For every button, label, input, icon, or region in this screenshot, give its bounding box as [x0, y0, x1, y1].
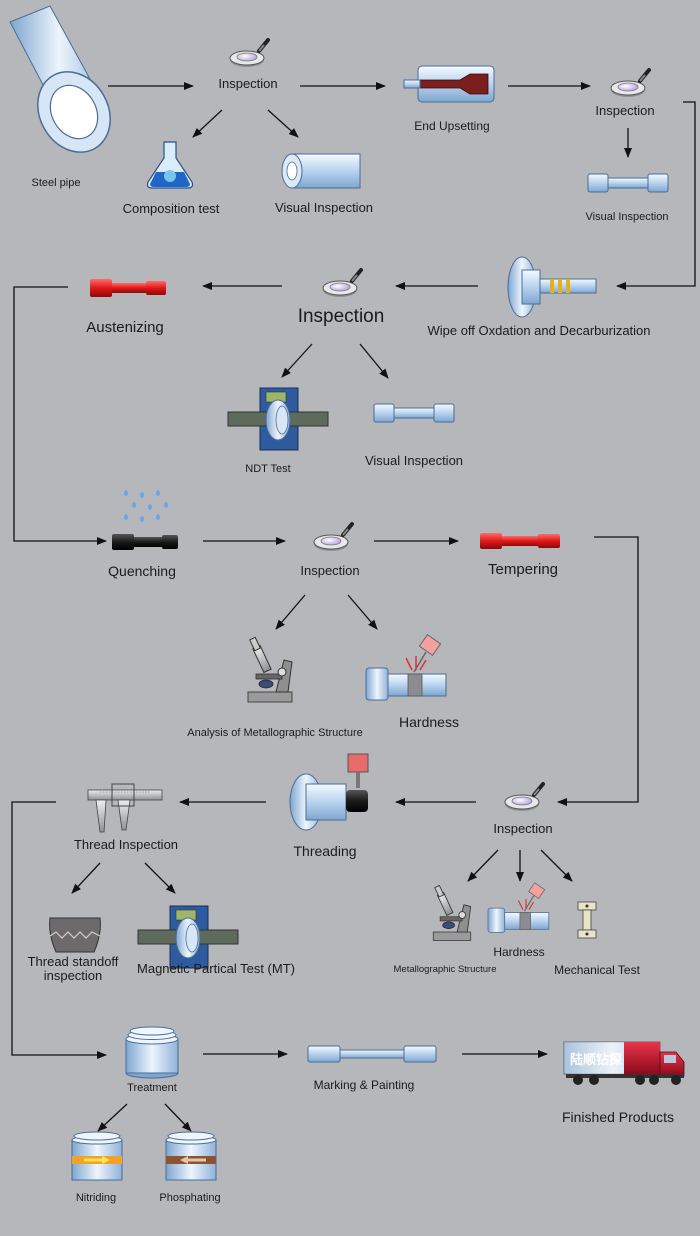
label-treatment: Treatment [127, 1082, 177, 1094]
threading-icon [289, 753, 369, 831]
connector-lines [11, 82, 696, 1132]
magnifier-icon [503, 782, 545, 813]
microscope-icon [432, 885, 472, 941]
label-wipe-off: Wipe off Oxdation and Decarburization [427, 323, 651, 338]
label-austenizing: Austenizing [86, 319, 164, 336]
arrow-to-thread-standoff [71, 862, 101, 894]
label-visual-inspection-3: Visual Inspection [364, 453, 464, 468]
label-visual-inspection-2: Visual Inspection [585, 211, 669, 223]
arrow-to-phosphating [164, 1103, 192, 1132]
flask-icon [146, 141, 194, 189]
label-composition-test: Composition test [122, 201, 220, 216]
plain-pipe-icon [281, 153, 361, 189]
label-inspection-4: Inspection [300, 563, 360, 578]
label-metallographic-analysis: Analysis of Metallographic Structure [187, 727, 363, 739]
arrow-to-ndt [281, 343, 313, 378]
magnifier-icon [321, 268, 363, 299]
label-thread-standoff-line2: inspection [43, 968, 103, 983]
mt-tester-icon [137, 905, 239, 969]
tempering-pipe-icon [480, 533, 560, 549]
arrow-to-visual-3 [359, 343, 389, 379]
loop-left-1 [13, 286, 107, 545]
truck-brand-text: 陆顺钻探 [570, 1053, 623, 1068]
mechanical-test-icon [577, 901, 597, 939]
austenizing-pipe-icon [90, 279, 166, 297]
label-inspection-2: Inspection [595, 103, 655, 118]
hardness-tester-icon [365, 633, 447, 701]
label-hardness-1: Hardness [399, 714, 459, 730]
label-ndt-test: NDT Test [245, 463, 291, 475]
label-metallographic-structure: Metallographic Structure [393, 964, 497, 975]
magnifier-icon [228, 38, 270, 69]
label-inspection-3: Inspection [297, 306, 385, 327]
arrow-to-metallographic [275, 594, 306, 630]
label-finished-products: Finished Products [561, 1109, 675, 1125]
label-inspection-1: Inspection [218, 76, 278, 91]
arrow-to-mt [144, 862, 176, 894]
truck-icon [563, 1041, 685, 1085]
magnifier-icon [609, 68, 651, 99]
arrow-to-metallographic-2 [467, 849, 499, 882]
arrow-to-visual-1 [267, 109, 299, 138]
arrow-to-hardness-1 [347, 594, 378, 630]
arrow-to-mechanical [540, 849, 573, 882]
label-steel-pipe: Steel pipe [31, 177, 81, 189]
marking-pipe-icon [307, 1045, 437, 1063]
label-inspection-5: Inspection [493, 821, 553, 836]
wipe-off-icon [507, 256, 597, 318]
upset-pipe-icon [587, 173, 669, 193]
label-thread-standoff-line1: Thread standoff [27, 954, 119, 969]
label-thread-inspection: Thread Inspection [73, 837, 179, 852]
label-visual-inspection-1: Visual Inspection [274, 200, 374, 215]
nitriding-stack-icon [71, 1131, 123, 1181]
label-marking-painting: Marking & Painting [313, 1078, 415, 1092]
arrow-to-composition [192, 109, 223, 138]
label-quenching: Quenching [108, 563, 176, 579]
arrow-to-nitriding [97, 1103, 128, 1132]
phosphating-stack-icon [165, 1131, 217, 1181]
hardness-tester-icon [487, 882, 550, 933]
end-upsetting-icon [403, 65, 495, 103]
label-tempering: Tempering [487, 561, 559, 578]
treatment-stack-icon [125, 1026, 179, 1079]
magnifier-icon [312, 522, 354, 553]
loop-right-1 [616, 101, 696, 290]
upset-pipe-icon [373, 403, 455, 423]
water-drops-icon [124, 490, 168, 522]
label-threading: Threading [293, 843, 357, 859]
loop-left-2 [11, 801, 107, 1059]
thread-standoff-icon [49, 917, 101, 953]
caliper-icon [87, 783, 163, 833]
loop-right-2 [557, 536, 639, 806]
label-nitriding: Nitriding [75, 1192, 117, 1204]
quenching-pipe-icon [112, 534, 178, 550]
label-end-upsetting: End Upsetting [414, 119, 490, 133]
label-hardness-2: Hardness [493, 945, 545, 959]
label-mechanical-test: Mechanical Test [554, 963, 640, 977]
ndt-tester-icon [227, 387, 329, 451]
label-phosphating: Phosphating [159, 1192, 221, 1204]
label-magnetic-test: Magnetic Partical Test (MT) [137, 961, 295, 976]
steel-pipe-icon [9, 5, 111, 153]
microscope-icon [247, 636, 293, 703]
